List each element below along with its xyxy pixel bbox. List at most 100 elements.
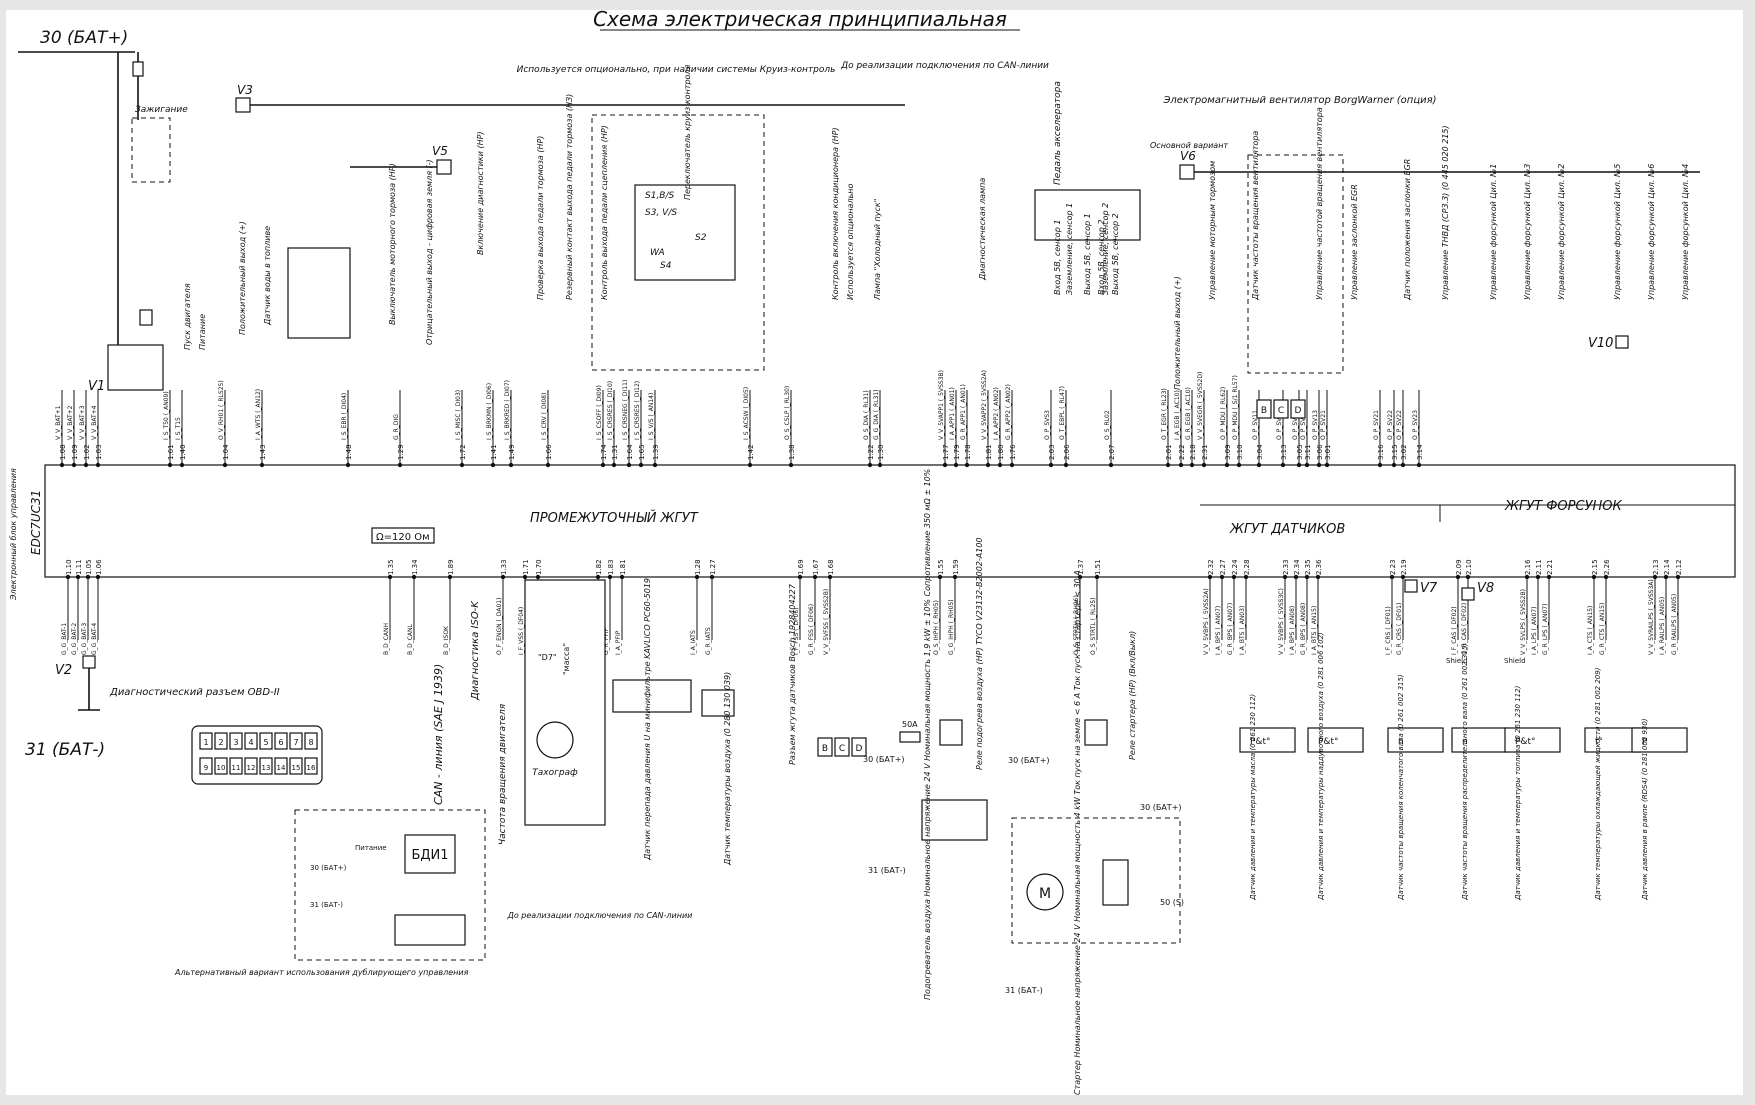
bottom-pin-number: 1.82 [595,559,603,575]
injector-harness-label: ЖГУТ ФОРСУНОК [1504,499,1623,514]
cruise-region [591,114,765,371]
comp-label: Управление форсункой Цил. №2 [1557,164,1566,300]
heater-fuse-label: 50A [902,720,918,729]
top-pin-wire: I_S_EBR (_DI04) [341,393,348,440]
bottom-pin-number: 1.35 [387,559,395,575]
top-pin-wire: G_R_APP1 (_AN01) [960,384,967,440]
bottom-pin-dot [595,574,601,580]
sensor-group: P&t°Датчик давления и температуры масла … [1239,632,1688,901]
top-pin-wire: V_V_BAT+1 [55,405,62,440]
top-pin-dot [1165,462,1171,468]
v5-node [436,159,452,175]
sensor-label: Датчик давления и температуры топлива (0… [1514,685,1522,901]
bottom-pin-wire: G_R_CRS (_DF01) [1396,603,1403,655]
obd-pin [244,732,258,750]
bottom-pin-wire: B_D_ISOK [443,625,450,655]
comp-label: Управление форсункой Цил. №3 [1523,164,1532,300]
heater-relay-box [939,719,963,746]
bottom-pin-number: 1.33 [500,559,508,575]
comp-label: Управление частотой вращения вентилятора [1315,107,1324,300]
bottom-pin-number: 2.21 [1546,559,1554,575]
bottom-pin-dot [1219,574,1225,580]
comp-label: Заземление, сенсор 2 [1101,203,1110,295]
sensor-label: Датчик давления и температуры наддувочно… [1317,632,1325,901]
top-pin-number: 1.22 [867,444,875,460]
bottom-pin-number: 2.27 [1219,559,1227,575]
top-pin-number: 1.39 [652,444,660,460]
comp-label: Управление заслонкой EGR [1350,184,1359,300]
heater-box [921,799,988,841]
obd-pin-number: 16 [307,764,316,772]
ecu-block [44,464,1736,578]
obd-pin-number: 9 [204,764,208,772]
relay-box [107,344,164,391]
switch-mark: S4 [660,261,672,271]
bottom-pin-wire: I_A_BPS (_AN07) [1215,606,1222,655]
bottom-pin-wire: I_A_PFIP [615,630,622,655]
top-pin-number: 1.78 [964,444,972,460]
top-pin-dot [1316,462,1322,468]
obd-pin [304,732,318,750]
switch-mark: S3, V/S [645,208,677,218]
terminator-label: Ω=120 Ом [376,532,430,543]
diag-iso-label: Диагностика ISO-K [470,600,481,701]
top-pin-number: 1.09 [71,444,79,460]
bottom-pin-number: 2.10 [1465,559,1473,575]
bottom-pin-number: 1.68 [827,559,835,575]
top-pin-wire: O_P_SV12 [1292,410,1299,440]
obd-pin [274,757,288,775]
v10-node [1615,335,1629,349]
top-pin-wire: O_S_DIA (_RL31) [863,390,870,440]
bottom-pin-dot [1603,574,1609,580]
bottom-pin-number: 1.69 [797,559,805,575]
bottom-pin-number: 2.11 [1535,559,1543,575]
obd-pin [259,757,273,775]
air-temp-label: Датчик температуры воздуха (0 280 130 03… [723,672,732,866]
bottom-pin-number: 1.83 [607,559,615,575]
obd-pin-number: 13 [262,764,271,772]
bottom-pin-dot [1243,574,1249,580]
bottom-pin-wire: G_G_IHPH (_RH05) [948,599,955,655]
bottom-pin-number: 1.81 [619,559,627,575]
top-pin-wire: O_S_RL02 [1104,410,1111,440]
top-pin-number: 3.16 [1377,444,1385,460]
obd-pin-number: 11 [232,764,241,772]
comp-label: Используется опционально [846,183,855,300]
top-pin-wire: I_S_T50 (_AN09) [163,391,170,440]
left-margin [0,0,6,1105]
bottom-pin-number: 1.11 [75,559,83,575]
top-pin-number: 1.74 [600,444,608,460]
bottom-pin-wire: G_R_CTS (_AN15) [1599,603,1606,655]
top-pin-wire: I_A_APP1 (_AN01) [949,387,956,440]
comp-label: Датчик положения заслонки EGR [1403,159,1412,301]
switch-mark: WA [650,248,665,258]
fan-pin-letter: B [1261,406,1267,416]
top-pin-number: 3.09 [1224,444,1232,460]
top-pin-number: 3.11 [1304,444,1312,460]
bosch-pin-letter: B [822,744,828,754]
starter-bat-minus: 31 (БАТ-) [1005,986,1043,995]
comp-label: Управление форсункой Цил. №4 [1681,164,1690,300]
bosch-connector-label: Разъем жгута датчиков Bosch 1928404227 [788,583,797,765]
top-pin-wire: G_R_EGB (_AC10) [1185,387,1192,440]
top-pin-wire: I_A_APP2 (_AN02) [993,387,1000,440]
top-pin-wire: I_S_CRSRES (_DI12) [634,381,641,440]
top-pin-dot [1391,462,1397,468]
switch-mark: S1,B/S [645,191,675,201]
bottom-pin-wire: G_R_PFIP [603,627,610,655]
sensor-symbol: P&t° [1250,737,1270,747]
comp-label: Управление форсункой Цил. №1 [1489,164,1498,300]
shield-label-2: Shield [1504,657,1526,665]
comp-label: Контроль выхода педали сцепления (HP) [600,125,609,300]
top-connector-group: 1.08V_V_BAT+11.09V_V_BAT+21.02V_V_BAT+31… [55,370,1424,468]
comp-label: Вход 5В, сенсор 2 [1097,220,1106,295]
bosch-pin-letter: D [856,744,863,754]
bottom-pin-dot [1077,574,1083,580]
bottom-pin-wire: O_F_ENGN (_DA01) [496,598,503,655]
bottom-pin-wire: G_G_BAT-3 [81,623,88,655]
bottom-pin-wire: I_F_FSS (_DF06) [793,608,800,655]
top-pin-number: 3.14 [1416,444,1424,460]
bdi-bat-plus: 30 (БАТ+) [310,864,347,872]
bat-minus-label: 31 (БАТ-) [25,740,105,760]
